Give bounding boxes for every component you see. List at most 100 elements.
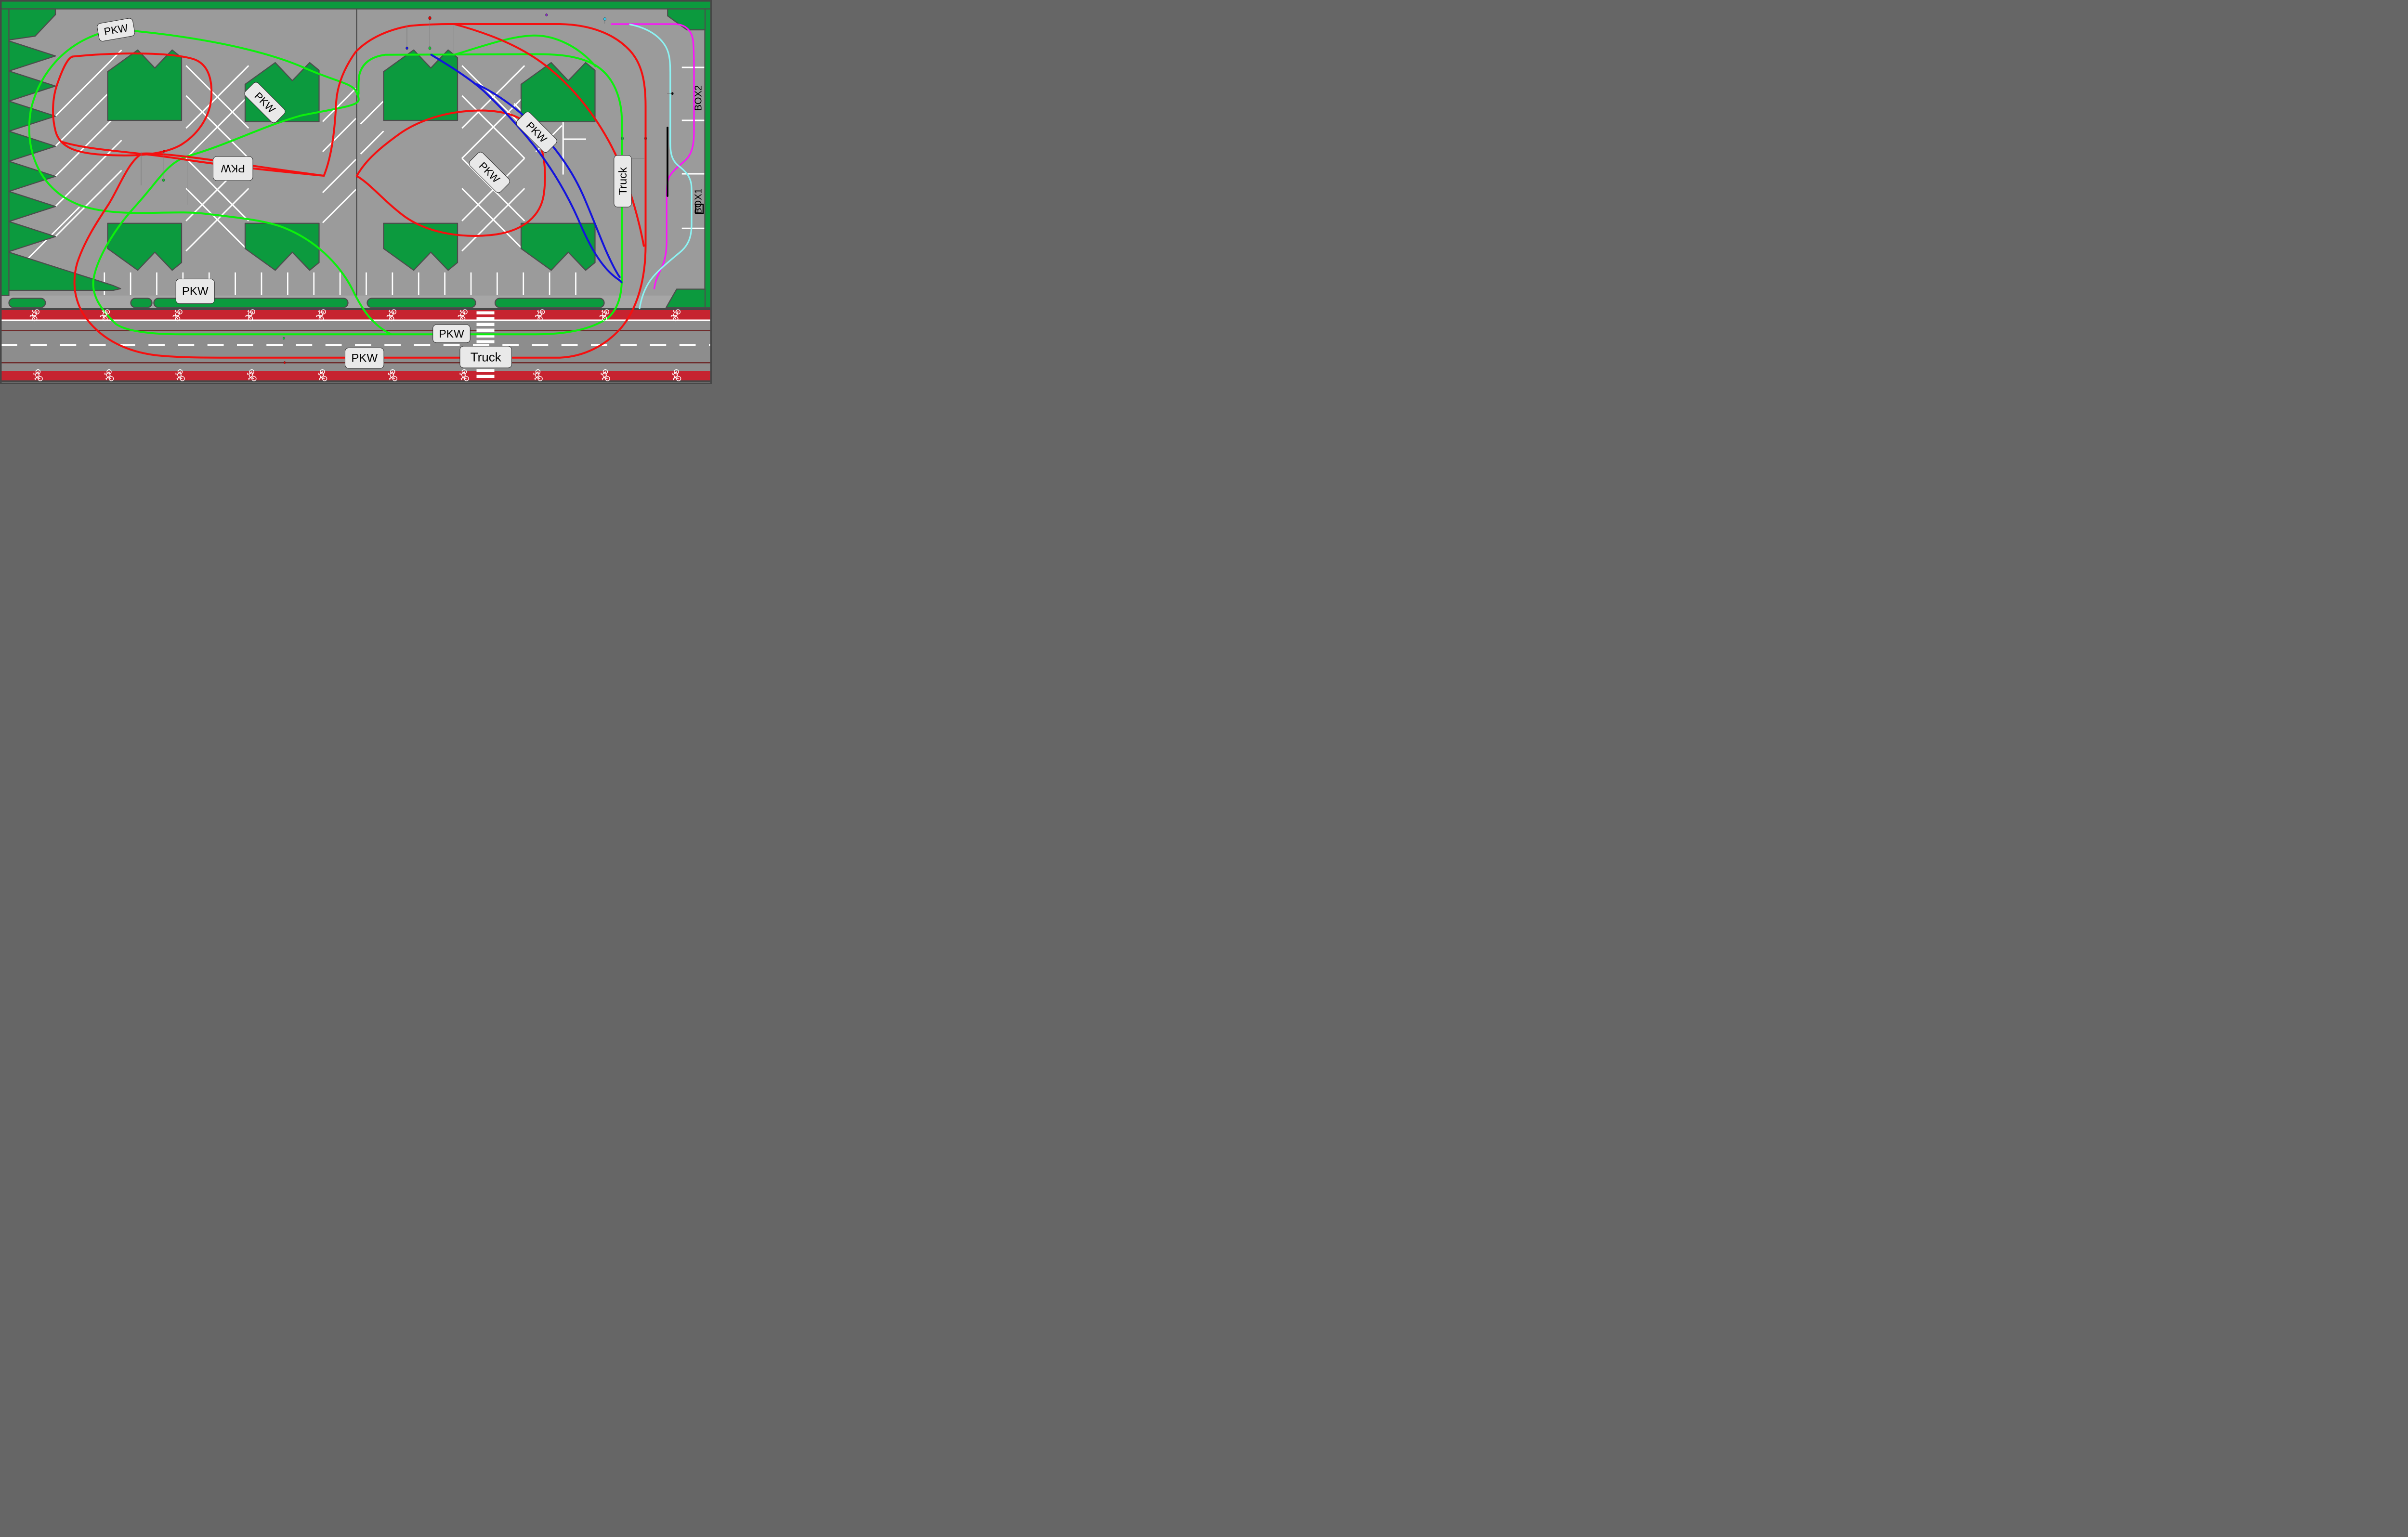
parking-line <box>360 130 384 155</box>
green-notch-topright <box>667 8 706 31</box>
marker-dot-red <box>644 137 647 140</box>
parking-line <box>185 95 249 159</box>
label-background <box>469 152 510 193</box>
marker-dot-blue <box>406 46 408 50</box>
marker-dot-black <box>671 92 674 95</box>
green-tooth <box>8 191 56 222</box>
parking-line <box>54 109 122 177</box>
layer-road-markings <box>23 9 705 378</box>
green-island <box>520 62 596 122</box>
green-island <box>383 222 458 271</box>
parking-line <box>322 158 357 194</box>
road-bottom-edge <box>1 380 711 382</box>
green-border-right <box>704 8 712 309</box>
lane-line-upper <box>1 330 711 331</box>
crosswalk-stripe <box>476 334 495 338</box>
marker-dot-red <box>162 150 165 153</box>
label-text: PKW <box>439 327 464 340</box>
label-background <box>244 82 286 123</box>
marker-dot-red <box>428 16 432 20</box>
bike-lane-upper <box>1 310 711 320</box>
annotation-label-pkw-10[interactable]: PKW <box>345 348 384 369</box>
label-text: PKW <box>351 352 378 365</box>
marker-dot-cyan <box>603 17 606 21</box>
green-tooth-first <box>8 8 56 41</box>
annotation-label-box1-7[interactable]: BOX1 <box>694 188 704 214</box>
label-background <box>97 18 135 42</box>
marker-dot-red <box>283 361 286 364</box>
annotation-label-pkw-1[interactable]: PKW <box>243 81 287 124</box>
road-edge-line <box>1 319 711 321</box>
green-border-top <box>0 0 712 10</box>
green-strip <box>494 298 605 308</box>
green-tooth <box>8 221 56 252</box>
annotation-label-truck-5[interactable]: Truck <box>614 155 632 208</box>
label-text: Truck <box>471 350 502 365</box>
trajectory-green <box>28 28 623 336</box>
parking-line <box>360 100 384 125</box>
parking-line <box>461 95 525 159</box>
label-text: Truck <box>616 167 629 195</box>
layer-green-areas <box>0 0 712 309</box>
green-tooth <box>8 160 56 192</box>
label-background <box>614 155 632 208</box>
green-strip <box>8 298 46 308</box>
parking-line <box>461 157 525 221</box>
label-background <box>459 346 512 368</box>
crosswalk-stripe <box>476 311 495 314</box>
annotation-label-pkw-0[interactable]: PKW <box>97 18 135 42</box>
annotation-label-box2-6[interactable]: BOX2 <box>694 85 704 111</box>
label-text: BOX1 <box>694 188 704 214</box>
green-tooth <box>8 40 56 72</box>
label-text: PKW <box>182 285 209 298</box>
annotation-label-pkw-8[interactable]: PKW <box>175 278 215 304</box>
curb-edge <box>1 308 711 310</box>
label-background <box>213 156 253 181</box>
layer-ground <box>0 0 712 384</box>
label-background <box>516 112 557 153</box>
marker-dot-green <box>162 179 165 182</box>
parking-line <box>461 188 525 252</box>
green-island <box>107 49 183 121</box>
trajectory-cyan <box>629 24 693 310</box>
annotation-label-pkw-2[interactable]: PKW <box>213 156 253 181</box>
label-text: BOX2 <box>694 85 704 111</box>
parking-line <box>23 206 80 263</box>
parking-line <box>322 117 357 153</box>
trajectory-magenta <box>611 23 695 289</box>
parking-line <box>185 65 249 129</box>
label-background <box>345 348 384 369</box>
label-background <box>432 324 471 343</box>
marker-dot-purple <box>545 13 548 16</box>
parking-line <box>461 65 525 129</box>
canvas-border <box>0 0 712 384</box>
vehicle-marker-box <box>695 204 704 214</box>
parking-line <box>54 169 122 237</box>
label-text: PKW <box>221 163 245 175</box>
annotation-label-pkw-9[interactable]: PKW <box>432 324 471 343</box>
marker-dot-green <box>428 46 432 50</box>
crosswalk-stripe <box>476 317 495 320</box>
green-island <box>520 222 596 271</box>
crosswalk-stripe <box>476 323 495 326</box>
marker-dot-green <box>283 337 285 340</box>
green-strip <box>366 298 476 308</box>
marker-dot-green <box>621 137 624 140</box>
crosswalk-stripe <box>476 375 495 378</box>
green-island <box>107 222 183 271</box>
parking-line <box>322 189 357 223</box>
parking-line <box>185 188 249 252</box>
crosswalk-stripe <box>476 369 495 372</box>
green-strip <box>130 298 153 308</box>
crosswalk-stripe <box>476 328 495 332</box>
label-background <box>175 278 215 304</box>
green-strip-trapezoid <box>665 288 706 309</box>
crosswalk-stripe <box>476 340 495 343</box>
green-border-left <box>0 8 10 296</box>
parking-line <box>54 49 122 117</box>
layer-markers <box>141 13 674 364</box>
annotation-label-truck-11[interactable]: Truck <box>459 346 512 368</box>
